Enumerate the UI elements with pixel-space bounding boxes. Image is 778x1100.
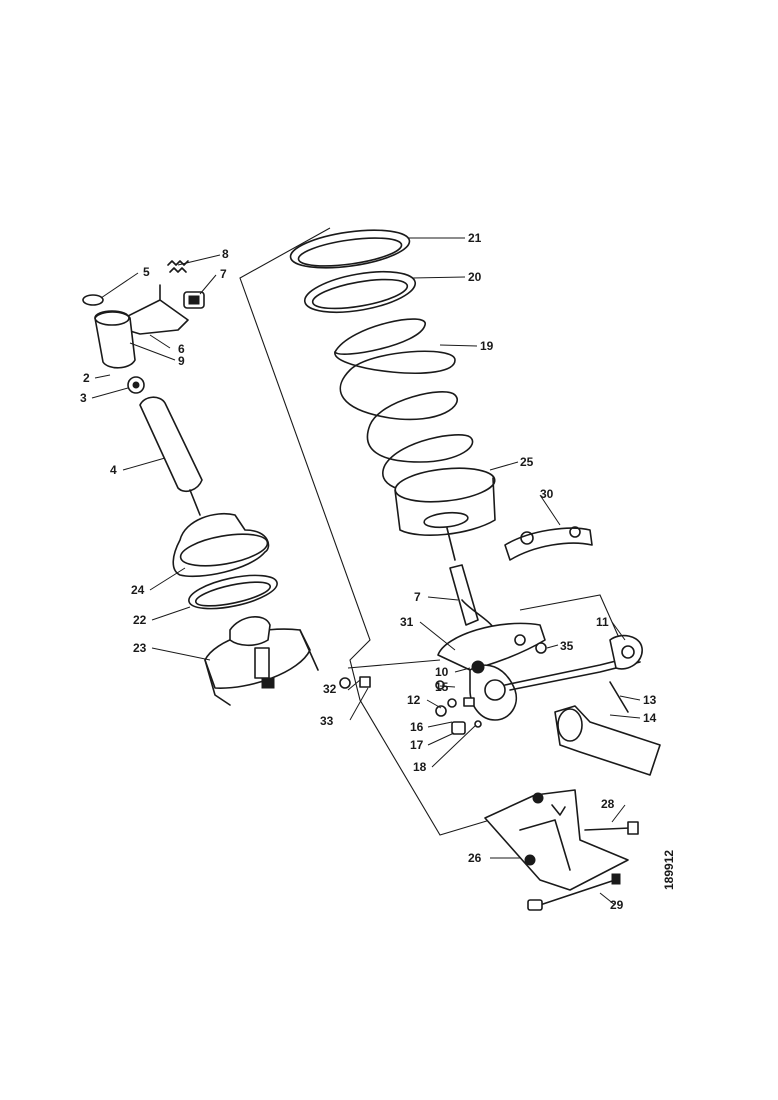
callout-12: 12: [407, 693, 421, 707]
coil-spring-19: [334, 318, 483, 494]
crossmember-14: [554, 705, 661, 776]
assembly-outline: [239, 227, 621, 836]
callout-6: 6: [178, 342, 185, 356]
callout-9: 9: [178, 354, 185, 368]
callout-19: 19: [480, 339, 494, 353]
callout-32: 32: [323, 682, 337, 696]
spring-clip-8: [167, 260, 189, 273]
bolt-28: [584, 821, 639, 835]
callout-7-mid: 7: [414, 590, 421, 604]
nut-3: [127, 376, 145, 394]
callout-14: 14: [643, 711, 657, 725]
bracket-6: [119, 284, 189, 335]
nut-7-top: [183, 291, 205, 309]
callout-28: 28: [601, 797, 615, 811]
callout-18: 18: [413, 760, 427, 774]
rubber-bushing-2: [94, 310, 136, 369]
strut-bearing-23: [204, 616, 319, 706]
callout-4: 4: [110, 463, 117, 477]
callout-20: 20: [468, 270, 482, 284]
washer-5: [82, 294, 104, 306]
bolt-35: [535, 642, 547, 654]
stabilizer-link-30: [504, 526, 593, 561]
callout-11: 11: [596, 615, 609, 629]
rubber-ring-22: [188, 574, 278, 610]
callout-15: 15: [435, 680, 449, 694]
knuckle-housing: [437, 622, 546, 721]
spring-seat-24: [172, 513, 270, 578]
bolt-29: [527, 873, 621, 911]
callout-7-top: 7: [220, 267, 227, 281]
bolt-13: [609, 681, 629, 713]
callout-10: 10: [435, 665, 449, 679]
leader-lines: [91, 237, 641, 906]
spring-seat-ring-21: [289, 229, 411, 269]
callout-31: 31: [400, 615, 414, 629]
callout-16: 16: [410, 720, 424, 734]
callout-23: 23: [133, 641, 147, 655]
small-parts-10-18: [435, 680, 482, 735]
callout-17: 17: [410, 738, 424, 752]
strut-guide-line: [446, 527, 456, 561]
callout-29: 29: [610, 898, 624, 912]
bump-stop-25: [394, 467, 496, 536]
callout-35: 35: [560, 639, 574, 653]
callout-30: 30: [540, 487, 554, 501]
insulator-ring-20: [303, 270, 417, 314]
callout-2: 2: [83, 371, 90, 385]
callout-33: 33: [320, 714, 334, 728]
callout-5: 5: [143, 265, 150, 279]
callout-13: 13: [643, 693, 657, 707]
callout-3: 3: [80, 391, 87, 405]
mounting-bracket-26: [484, 789, 629, 891]
callouts: 21 20 19 25 30 8 5 7 6 9 2 3 4 24 22 23 …: [80, 231, 657, 912]
callout-22: 22: [133, 613, 147, 627]
bolt-32-33: [339, 676, 371, 689]
callout-21: 21: [468, 231, 482, 245]
shock-absorber-4: [139, 396, 203, 516]
strut-tube-7: [449, 564, 496, 631]
callout-26: 26: [468, 851, 482, 865]
callout-25: 25: [520, 455, 534, 469]
reference-number: 189912: [662, 850, 676, 890]
callout-24: 24: [131, 583, 145, 597]
lower-arm-shaft: [504, 634, 643, 691]
callout-8: 8: [222, 247, 229, 261]
